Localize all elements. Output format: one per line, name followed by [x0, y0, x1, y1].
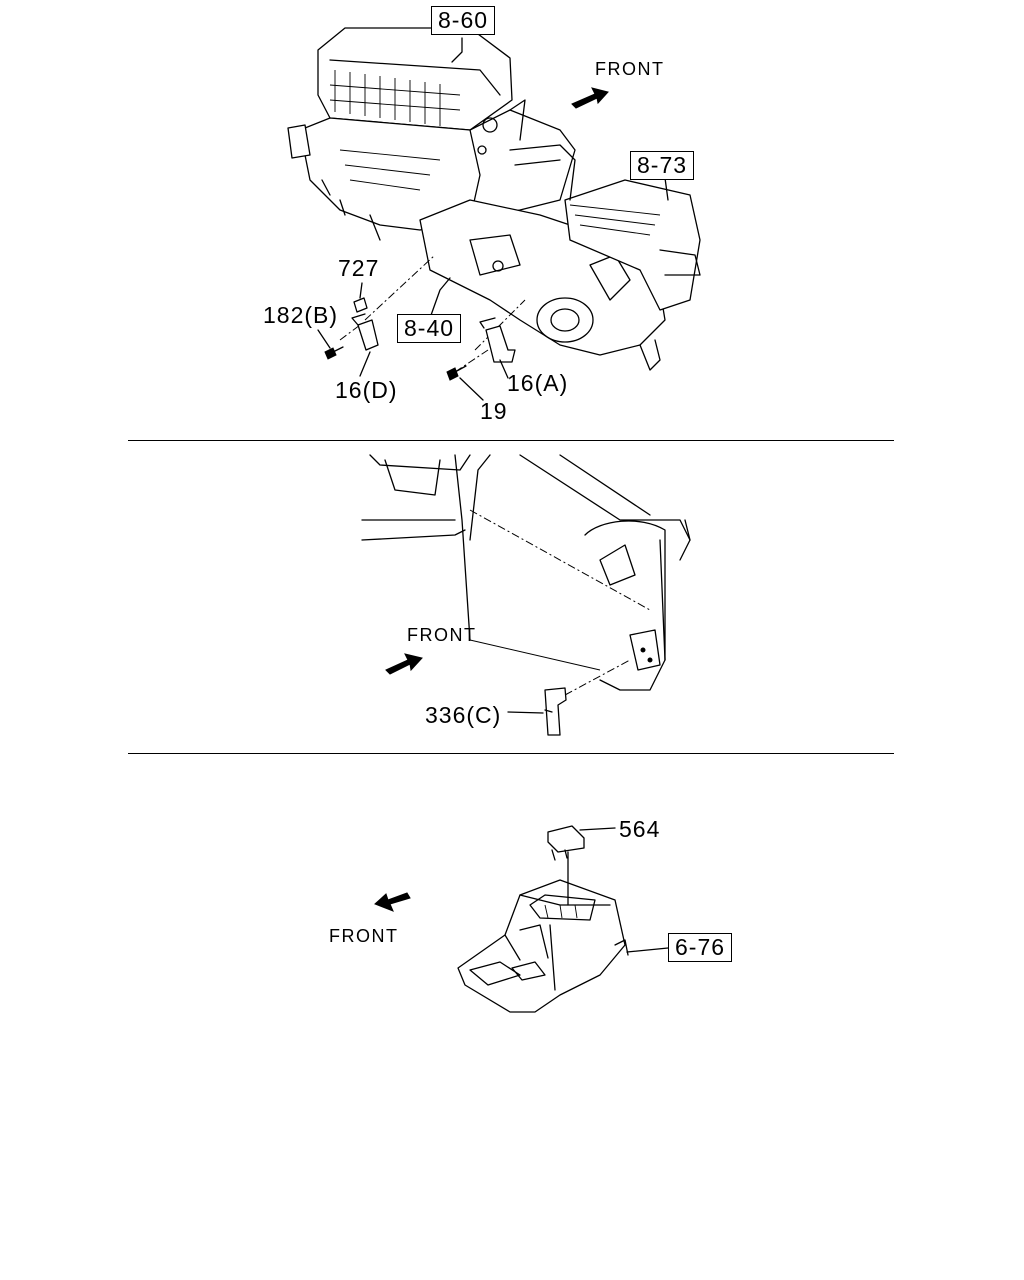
ref-box[interactable]: 6-76: [668, 933, 733, 962]
section-divider: [128, 753, 894, 754]
part-label: 336(C): [425, 702, 502, 728]
front-arrow-icon: [374, 892, 411, 912]
front-label: FRONT: [595, 59, 665, 79]
screw-182b: [324, 346, 344, 360]
section-divider: [128, 440, 894, 441]
console-drawing: [457, 879, 629, 1013]
front-arrow-icon: [385, 653, 423, 675]
front-arrow-icon: [571, 87, 609, 109]
dashboard-panel-drawing: [361, 454, 691, 696]
part-label: 16(D): [335, 377, 398, 403]
ref-box[interactable]: 8-40: [397, 314, 462, 343]
part-label: 182(B): [263, 302, 339, 328]
ref-box[interactable]: 8-73: [630, 151, 695, 180]
leader-564: [579, 827, 616, 831]
leader-lines-section-1: [317, 37, 669, 401]
clip-727: [353, 297, 368, 313]
leader-6-76: [626, 947, 669, 953]
ref-box[interactable]: 8-60: [431, 6, 496, 35]
front-label: FRONT: [329, 926, 399, 946]
switch-564: [547, 825, 585, 861]
cover-336c: [544, 687, 567, 736]
screw-19: [446, 365, 467, 381]
part-label: 564: [619, 816, 661, 842]
part-label: 727: [338, 255, 380, 281]
front-label: FRONT: [407, 625, 477, 645]
part-label: 16(A): [507, 370, 569, 396]
hvac-assembly-drawing: [287, 27, 701, 373]
bracket-16a: [479, 317, 516, 363]
leader-336c: [507, 711, 544, 714]
bracket-16d: [351, 313, 379, 351]
part-label: 19: [480, 398, 508, 424]
